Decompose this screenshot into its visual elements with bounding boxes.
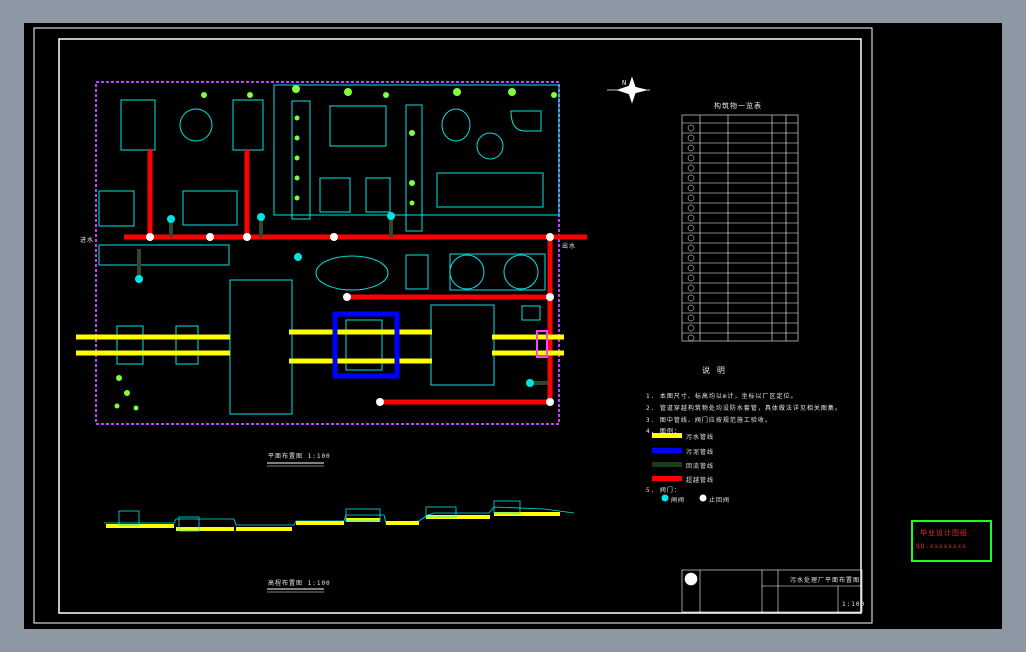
- table-title: 构筑物一览表: [714, 102, 762, 110]
- elevation-section: [104, 500, 575, 532]
- note-2: 2. 管道穿越构筑物处均设防水套管，具体做法详见相关图集。: [646, 405, 842, 412]
- valve-label-check: 止回阀: [709, 497, 731, 504]
- site-boundary: [95, 81, 560, 425]
- table-row-index-circle: [687, 154, 695, 162]
- outlet-well: [536, 330, 548, 358]
- bypass-pipes: [124, 150, 587, 405]
- legend-label-return: 回流管线: [686, 463, 715, 470]
- check-valves: [135, 212, 534, 387]
- sludge-pipe-loop: [332, 311, 400, 379]
- inlet-label: 进水: [80, 237, 95, 244]
- title-block-project: 污水处理厂平面布置图: [790, 577, 861, 584]
- upper-structures: [98, 84, 560, 415]
- title-underlines: [267, 462, 324, 593]
- note-3: 3. 图中管线、阀门应按规范施工验收。: [646, 417, 772, 424]
- table-row-index-circle: [687, 274, 695, 282]
- table-row-index-circle: [687, 304, 695, 312]
- structure-table: [681, 114, 799, 342]
- table-row-index-circle: [687, 144, 695, 152]
- outlet-label: 出水: [562, 243, 577, 250]
- table-rows: [682, 122, 798, 342]
- note-1: 1. 本图尺寸、标高均以m计，坐标以厂区定位。: [646, 393, 798, 400]
- legend-label-bypass: 超越管线: [686, 477, 715, 484]
- table-row-index-circle: [687, 194, 695, 202]
- table-row-index-circle: [687, 314, 695, 322]
- legend-label-sewage: 污水管线: [686, 434, 715, 441]
- valve-label-gate: 闸阀: [671, 497, 686, 504]
- outer-frame: [33, 27, 873, 624]
- table-row-index-circle: [687, 324, 695, 332]
- tree-row: [201, 85, 557, 98]
- section-title: 高程布置图 1:100: [268, 580, 331, 587]
- table-row-index-circle: [687, 284, 695, 292]
- note-4: 4. 图例：: [646, 428, 681, 435]
- planting-strips: [114, 115, 415, 411]
- valves: [146, 233, 554, 406]
- table-row-index-circle: [687, 124, 695, 132]
- table-row-index-circle: [687, 204, 695, 212]
- table-row-index-circle: [687, 164, 695, 172]
- table-row-index-circle: [687, 264, 695, 272]
- sewage-pipes: [76, 329, 564, 364]
- north-arrow: [607, 76, 650, 104]
- table-row-index-circle: [687, 174, 695, 182]
- cad-canvas[interactable]: 平面布置图 1:100 高程布置图 1:100 N 构筑物一览表 说 明 1. …: [24, 23, 1002, 629]
- table-row-index-circle: [687, 334, 695, 342]
- stamp-line-1: 毕业设计图纸: [920, 529, 968, 537]
- drawing-svg: [33, 27, 992, 624]
- table-row-index-circle: [687, 214, 695, 222]
- table-row-index-circle: [687, 294, 695, 302]
- table-row-index-circle: [687, 134, 695, 142]
- table-row-index-circle: [687, 224, 695, 232]
- legend-label-sludge: 污泥管线: [686, 449, 715, 456]
- inner-frame: [58, 38, 862, 614]
- notes-title: 说 明: [702, 366, 726, 375]
- title-block: [681, 569, 863, 613]
- plan-title: 平面布置图 1:100: [268, 453, 331, 460]
- table-row-index-circle: [687, 184, 695, 192]
- north-label: N: [622, 79, 628, 87]
- legend-swatches: [652, 433, 707, 502]
- table-row-index-circle: [687, 234, 695, 242]
- return-pipes: [137, 219, 548, 385]
- stamp-line-2: QQ:xxxxxxxx: [916, 543, 967, 550]
- table-row-index-circle: [687, 244, 695, 252]
- legend-note: 5. 阀门：: [646, 487, 681, 494]
- table-row-index-circle: [687, 254, 695, 262]
- stamp-box: [911, 520, 992, 562]
- title-block-scale: 1:100: [842, 601, 866, 608]
